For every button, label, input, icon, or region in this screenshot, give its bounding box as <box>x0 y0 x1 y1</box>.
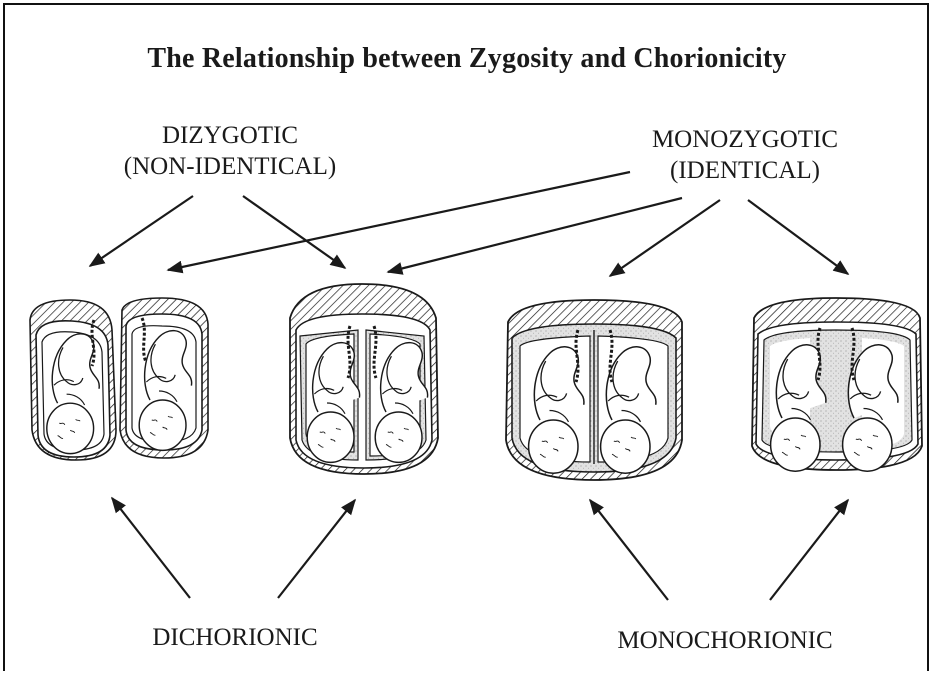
arrow-monozygotic-to-sac-4 <box>748 200 848 274</box>
sac-1b <box>120 298 208 458</box>
arrow-dizygotic-to-sac-1 <box>90 196 193 266</box>
arrow-dichorionic-to-sac-2 <box>278 500 355 598</box>
sac-dichorionic-separate <box>30 298 208 460</box>
sac-monochorionic-diamniotic <box>506 300 682 480</box>
sac-1a <box>30 300 116 460</box>
sac-monochorionic-monoamniotic <box>752 298 922 471</box>
arrow-dichorionic-to-sac-1 <box>112 498 190 598</box>
arrow-monozygotic-to-sac-2 <box>388 198 682 272</box>
sac-dichorionic-fused <box>290 284 438 474</box>
arrow-dizygotic-to-sac-2 <box>243 196 345 268</box>
bottom-arrows <box>112 498 848 600</box>
top-arrows <box>90 172 848 276</box>
arrow-monochorionic-to-sac-4 <box>770 500 848 600</box>
arrow-monochorionic-to-sac-3 <box>590 500 668 600</box>
arrow-monozygotic-to-sac-1 <box>168 172 630 270</box>
